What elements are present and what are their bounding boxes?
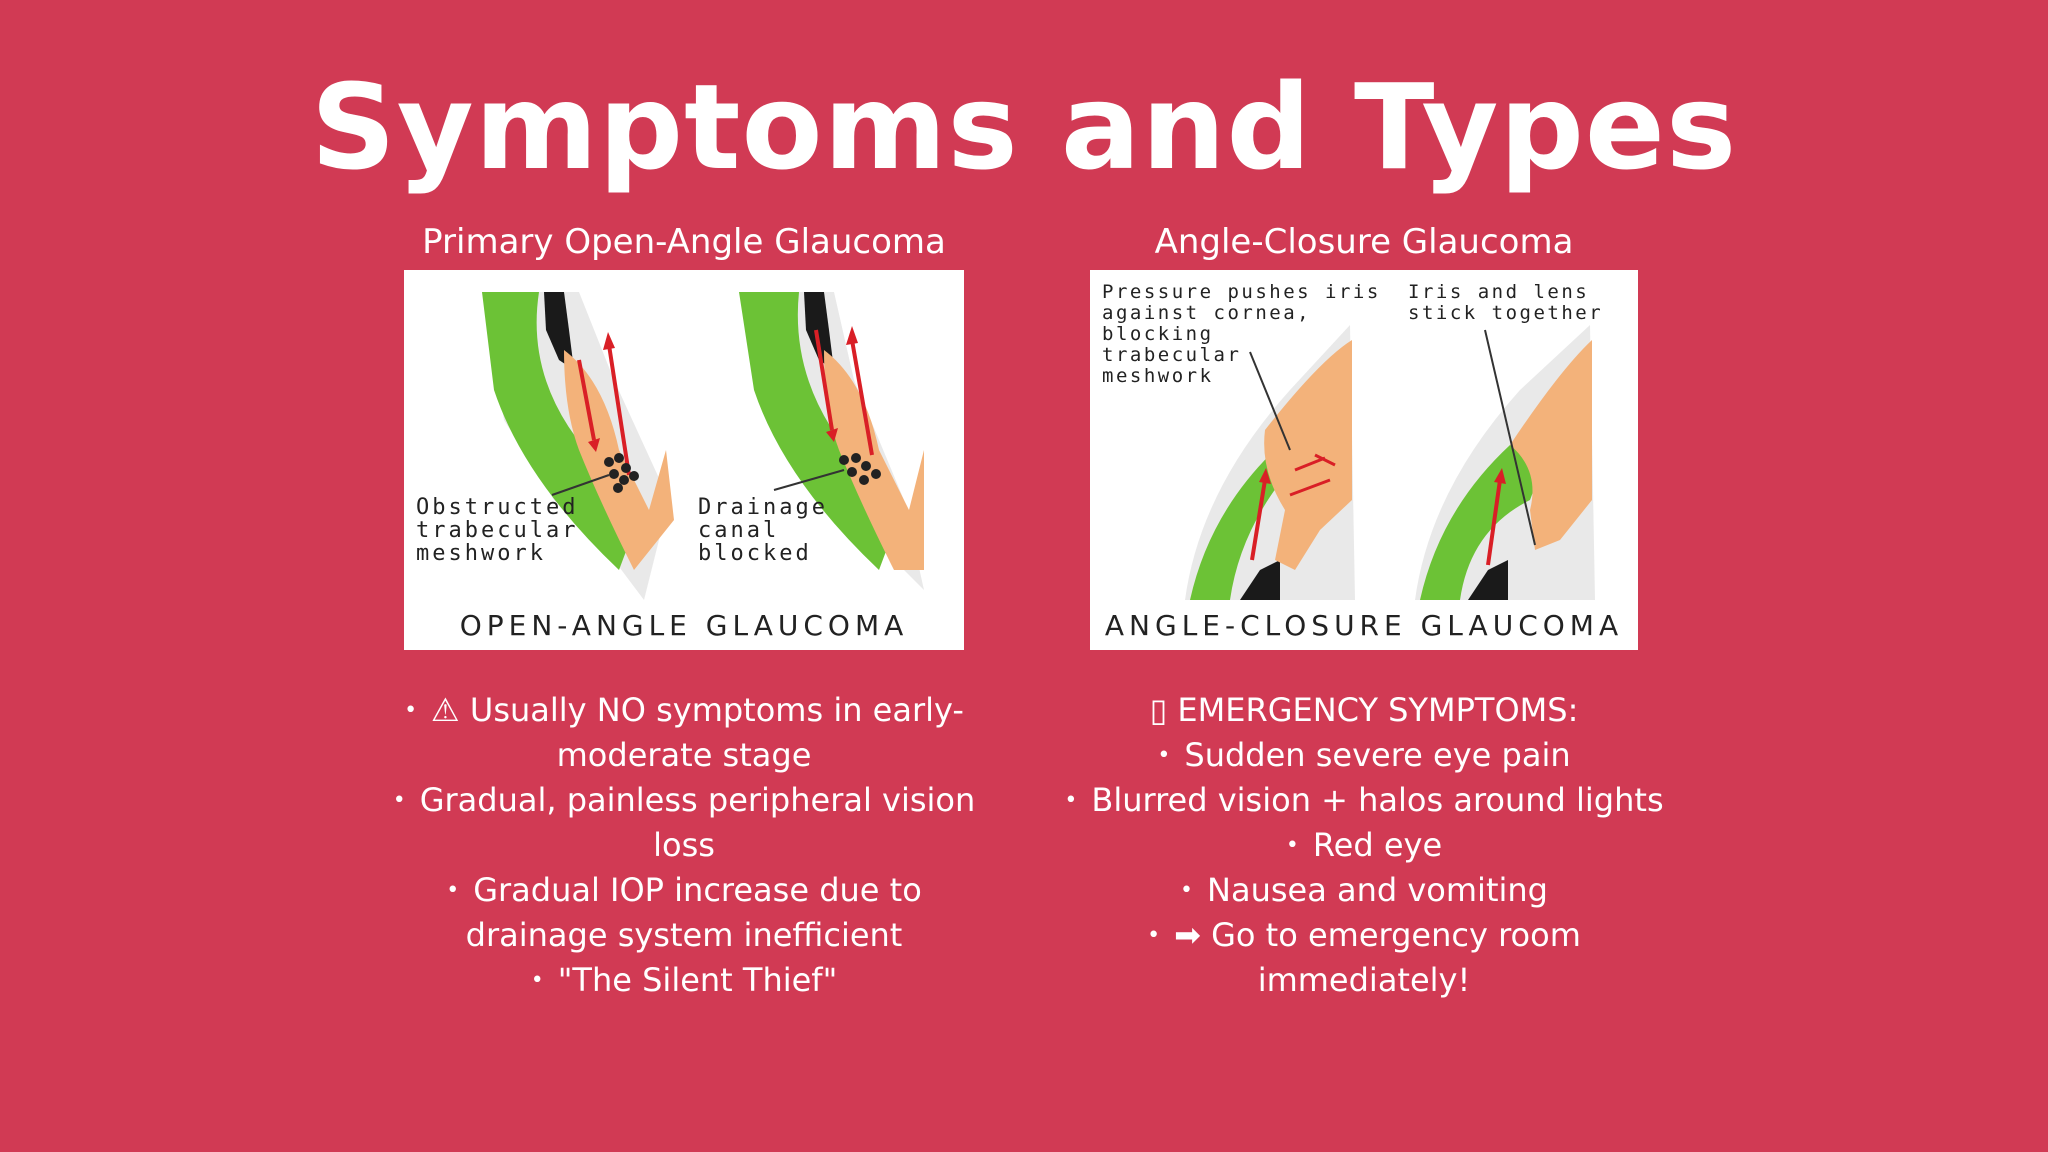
bullet-text: "The Silent Thief"	[557, 961, 838, 999]
list-item: • Nausea and vomiting	[1054, 868, 1674, 913]
bullet-icon: •	[404, 698, 418, 723]
bullet-icon: •	[446, 878, 460, 903]
bullet-icon: •	[530, 968, 544, 993]
bullet-icon: •	[392, 788, 406, 813]
bullet-text: Sudden severe eye pain	[1184, 736, 1571, 774]
bullet-text: Nausea and vomiting	[1207, 871, 1548, 909]
angle-closure-symptom-list: • Sudden severe eye pain • Blurred vision …	[1054, 733, 1674, 1003]
obstructed-meshwork-label: Obstructed trabecular meshwork	[416, 495, 579, 566]
angle-closure-diagram: Pressure pushes iris against cornea, blo…	[1090, 270, 1638, 650]
open-angle-caption: OPEN-ANGLE GLAUCOMA	[459, 609, 909, 642]
list-item: • Blurred vision + halos around lights	[1054, 778, 1674, 823]
open-angle-diagram: Obstructed trabecular meshwork Drainage …	[404, 270, 964, 650]
angle-closure-heading: Angle-Closure Glaucoma	[1154, 222, 1574, 262]
open-angle-column: Primary Open-Angle Glaucoma (POAG)	[374, 220, 994, 1003]
angle-closure-caption: ANGLE-CLOSURE GLAUCOMA	[1104, 609, 1624, 642]
angle-closure-illustration	[1185, 325, 1595, 600]
bullet-text: ➡ Go to emergency room immediately!	[1174, 916, 1581, 999]
bullet-text: Gradual IOP increase due to drainage sys…	[465, 871, 922, 954]
list-item: • ➡ Go to emergency room immediately!	[1054, 913, 1674, 1003]
bullet-text: ⚠ Usually NO symptoms in early-moderate …	[431, 691, 964, 774]
slide-title: Symptoms and Types	[310, 58, 1738, 196]
drainage-blocked-label: Drainage canal blocked	[698, 495, 828, 566]
list-item: • Sudden severe eye pain	[1054, 733, 1674, 778]
angle-closure-column: Angle-Closure Glaucoma Pressure pushes i…	[1054, 220, 1674, 1003]
list-item: •Gradual IOP increase due to drainage sy…	[374, 868, 994, 958]
list-item: • ⚠ Usually NO symptoms in early-moderate…	[374, 688, 994, 778]
list-item: • Red eye	[1054, 823, 1674, 868]
bullet-text: Red eye	[1312, 826, 1443, 864]
iris-lens-label: Iris and lens stick together	[1408, 281, 1604, 324]
iris-pressure-label: Pressure pushes iris against cornea, blo…	[1102, 281, 1381, 387]
bullet-icon: •	[1157, 743, 1171, 768]
bullet-text: Gradual, painless peripheral vision loss	[419, 781, 976, 864]
bullet-text: Blurred vision + halos around lights	[1091, 781, 1664, 819]
bullet-icon: •	[1147, 923, 1161, 948]
open-angle-illustration	[482, 292, 924, 600]
open-angle-heading: Primary Open-Angle Glaucoma (POAG)	[422, 222, 946, 306]
emergency-heading: ▯ EMERGENCY SYMPTOMS:	[1149, 691, 1579, 729]
list-item: • "The Silent Thief"	[374, 958, 994, 1003]
open-angle-symptom-list: • ⚠ Usually NO symptoms in early-moderate…	[374, 688, 994, 1003]
bullet-icon: •	[1285, 833, 1299, 858]
bullet-icon: •	[1180, 878, 1194, 903]
bullet-icon: •	[1064, 788, 1078, 813]
list-item: • Gradual, painless peripheral vision los…	[374, 778, 994, 868]
